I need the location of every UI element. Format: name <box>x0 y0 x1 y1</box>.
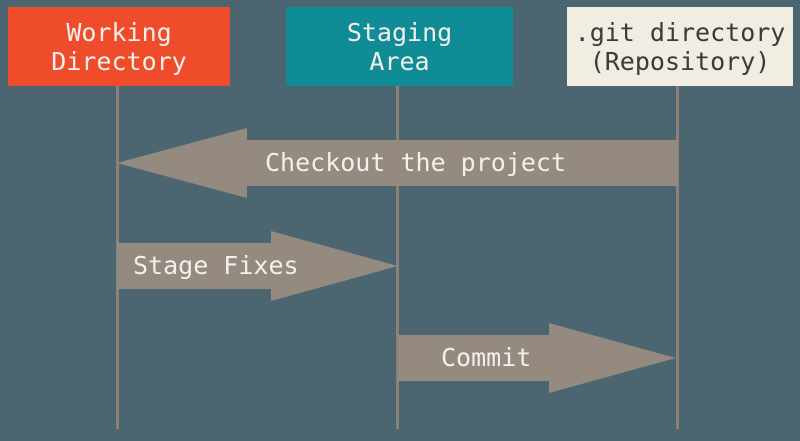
staging-area-box: Staging Area <box>286 7 513 86</box>
commit-arrow-label: Commit <box>441 343 532 372</box>
staging-area-label-line2: Area <box>369 46 430 76</box>
checkout-arrow-shaft <box>247 140 678 186</box>
working-directory-label-line2: Directory <box>51 46 187 76</box>
git-directory-lifeline <box>676 86 679 429</box>
git-directory-label-line2: (Repository) <box>589 46 771 76</box>
commit-arrowhead-icon <box>549 323 676 393</box>
checkout-arrow-label: Checkout the project <box>265 148 567 177</box>
checkout-arrowhead-icon <box>117 128 247 198</box>
staging-area-label-line1: Staging <box>346 17 453 47</box>
stage-fixes-arrowhead-icon <box>271 231 398 301</box>
working-directory-box: Working Directory <box>8 7 230 86</box>
git-directory-label-line1: .git directory <box>574 17 786 47</box>
commit-arrow-shaft <box>398 335 549 381</box>
stage-fixes-arrow-shaft <box>117 243 271 289</box>
git-directory-box: .git directory (Repository) <box>567 7 793 86</box>
stage-fixes-arrow-label: Stage Fixes <box>133 251 299 280</box>
working-directory-label-line1: Working <box>66 17 172 47</box>
